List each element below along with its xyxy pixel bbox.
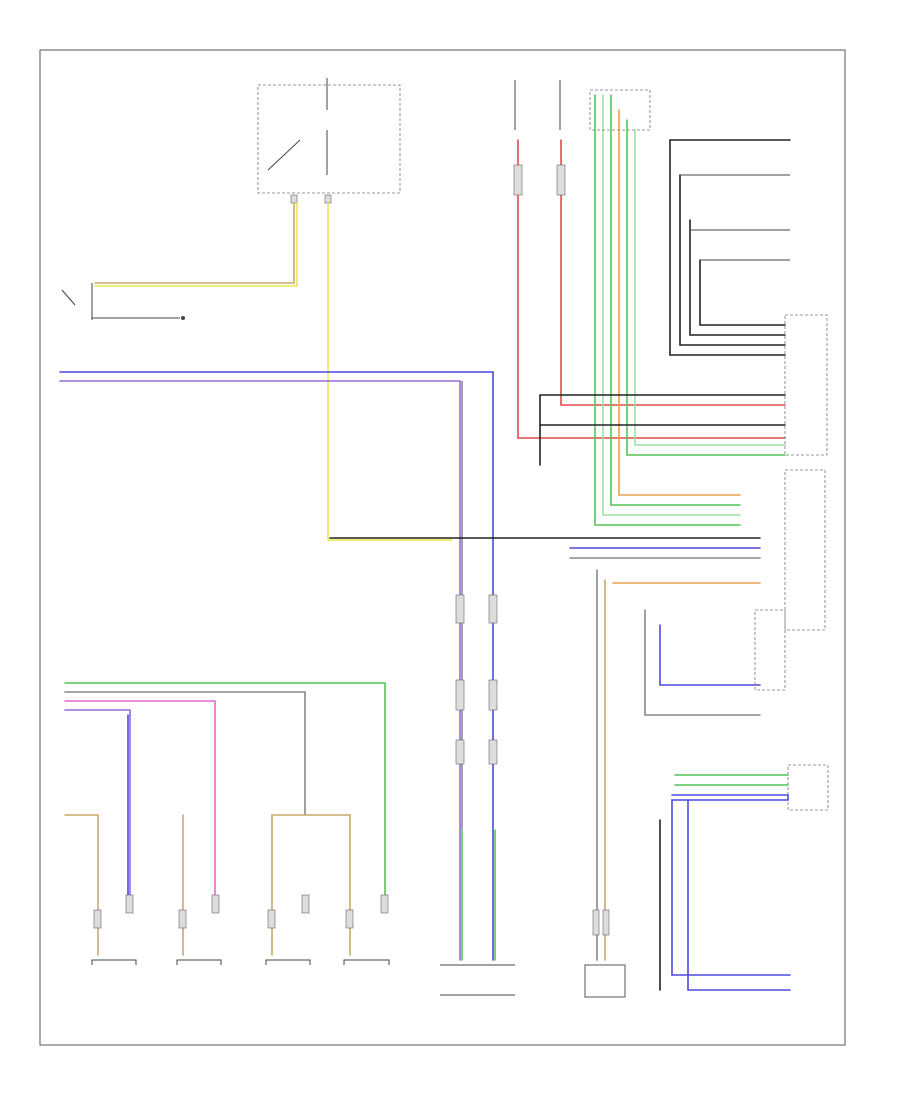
wire-black-5 xyxy=(699,259,786,326)
wire-tan-relay-switch-yellow xyxy=(94,202,298,287)
bundle-green-2 xyxy=(602,94,741,516)
sensor-2-conn-a xyxy=(178,909,187,929)
bundle-green-5 xyxy=(634,129,786,446)
module-right-lower-box xyxy=(754,609,786,691)
module-bottom-center-conn-1 xyxy=(592,909,600,936)
wire-black-2 xyxy=(669,139,786,356)
left-switch-blade xyxy=(61,289,76,306)
relay-switch xyxy=(267,139,301,171)
sensor-2-conn-b xyxy=(211,894,220,914)
bundle-orange xyxy=(618,109,741,496)
bundle-green-1 xyxy=(594,94,741,526)
diagram-frame xyxy=(39,49,846,1046)
ground-point xyxy=(181,316,185,320)
wire-gray-left xyxy=(64,691,306,816)
sensor-3-bracket xyxy=(265,959,311,965)
center-connector-4 xyxy=(488,679,498,711)
sensor-1-bracket xyxy=(91,959,137,965)
wire-violet-ctrl xyxy=(687,799,791,991)
wire-black-4 xyxy=(689,219,786,336)
wire-tan-relay-switch xyxy=(94,202,295,284)
wire-blue-top-b xyxy=(59,380,461,961)
module-bottom-center-conn-2 xyxy=(602,909,610,936)
wire-violet-left xyxy=(64,709,131,901)
wire-gray-loop xyxy=(644,609,761,716)
wire-red-feed-1 xyxy=(517,139,786,439)
sensor-2-bracket xyxy=(176,959,222,965)
wire-blue-loop xyxy=(659,624,761,686)
relay-connector-a xyxy=(290,194,298,204)
wire-blue-top xyxy=(59,371,494,961)
wire-black-3 xyxy=(679,174,786,346)
bundle-green-4 xyxy=(626,119,786,456)
center-connector-2 xyxy=(488,594,498,624)
sensor-3-conn-a xyxy=(267,909,276,929)
wire-tan-sensor-1 xyxy=(64,814,99,956)
bundle-green-3 xyxy=(610,94,741,506)
wire-blue-ctrl xyxy=(671,794,791,976)
bundle-shield xyxy=(589,89,651,131)
sensor-4-conn-b xyxy=(380,894,389,914)
feed-fuse-2 xyxy=(556,164,566,196)
sensor-3-conn-b xyxy=(301,894,310,914)
module-bottom-center-box xyxy=(584,964,626,998)
wire-red-feed-2 xyxy=(560,139,786,406)
relay-connector-b xyxy=(324,194,332,204)
center-connector-3 xyxy=(455,679,465,711)
wire-yellow-relay-down xyxy=(327,202,453,541)
sensor-1-conn-a xyxy=(93,909,102,929)
center-connector-1 xyxy=(455,594,465,624)
center-connector-5 xyxy=(455,739,465,765)
module-right-upper xyxy=(784,314,828,456)
module-right-middle xyxy=(784,469,826,631)
wire-tan-sensor-3 xyxy=(271,814,351,956)
control-module-right xyxy=(787,764,829,811)
sensor-4-bracket xyxy=(343,959,390,965)
relay-box xyxy=(257,84,401,194)
wire-pink-left xyxy=(64,700,216,901)
wire-green-left xyxy=(64,682,386,901)
feed-fuse-1 xyxy=(513,164,523,196)
center-connector-6 xyxy=(488,739,498,765)
sensor-4-conn-a xyxy=(345,909,354,929)
sensor-1-conn-b xyxy=(125,894,134,914)
